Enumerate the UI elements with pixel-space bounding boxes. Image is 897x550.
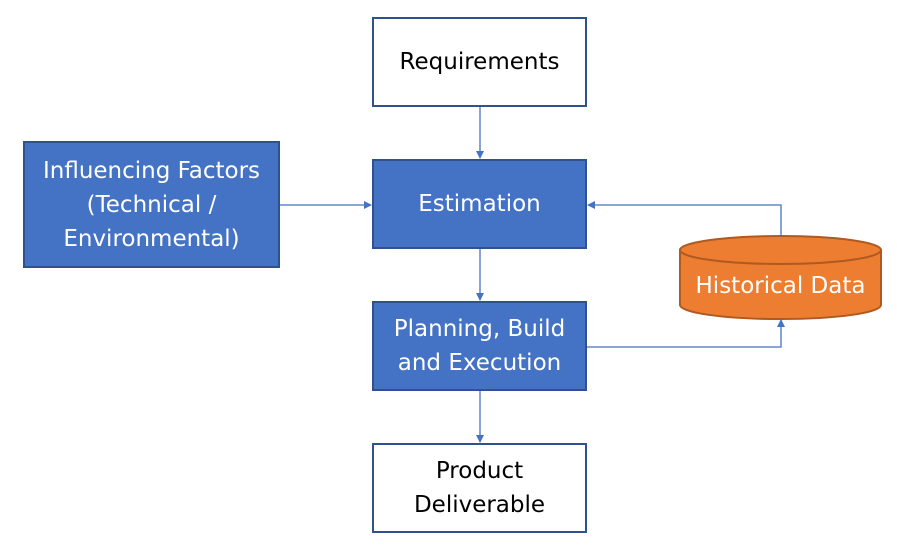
requirements-label: Requirements [399,49,560,75]
requirements-box: Requirements [372,17,587,107]
influencing-factors-box: Influencing Factors (Technical / Environ… [23,141,280,268]
cylinder-top [679,235,882,265]
influencing-factors-label: Influencing Factors (Technical / Environ… [42,157,261,252]
arrow-historical-to-estimation [587,201,782,236]
arrow-planning-to-historical [587,319,785,348]
planning-box: Planning, Build and Execution [372,301,587,391]
historical-data-label: Historical Data [695,273,866,299]
product-deliverable-label: Product Deliverable [413,458,546,518]
estimation-box: Estimation [372,159,587,249]
estimation-label: Estimation [418,191,541,217]
product-deliverable-box: Product Deliverable [372,443,587,533]
planning-label: Planning, Build and Execution [393,316,566,376]
